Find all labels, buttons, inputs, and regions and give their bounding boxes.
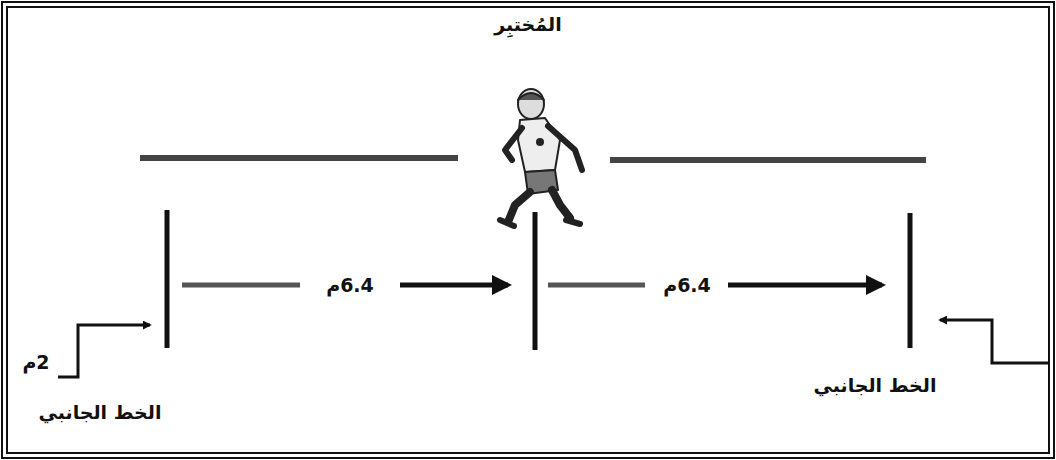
step-arrows (58, 320, 1048, 377)
distance-arrows (182, 283, 882, 288)
cone-lines (167, 210, 910, 350)
marker-line (165, 210, 170, 348)
top-line (610, 157, 926, 163)
top-line (140, 155, 458, 161)
sideline-label: الخط الجانبي (36, 401, 165, 424)
arrow-shaft (182, 283, 300, 288)
tester-label: المُختبِر (491, 13, 564, 36)
marker-line (533, 212, 538, 350)
arrow-shaft (400, 283, 508, 288)
arrow-shaft (728, 283, 882, 288)
player-figure (500, 89, 582, 226)
distance-label: 6.4م (323, 274, 377, 297)
distance-label: 2م (19, 351, 52, 374)
step-arrow (58, 325, 150, 377)
inner-frame (7, 7, 1049, 453)
distance-label: 6.4م (660, 274, 714, 297)
step-arrow (940, 320, 1048, 363)
arrow-shaft (548, 283, 645, 288)
marker-line (908, 213, 913, 348)
sideline-label: الخط الجانبي (811, 374, 940, 397)
